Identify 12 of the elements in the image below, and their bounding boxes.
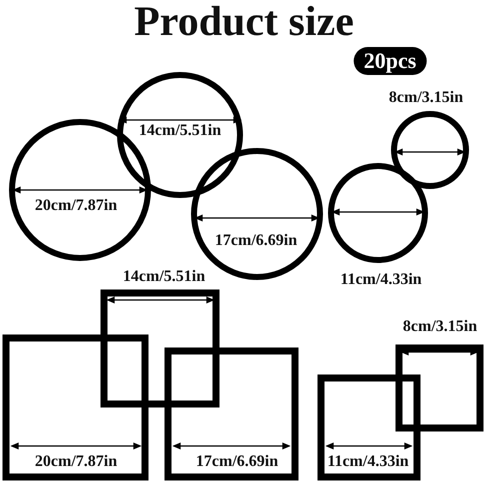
dimension-label: 17cm/6.69in xyxy=(196,454,278,470)
dimension-label: 11cm/4.33in xyxy=(327,454,409,470)
dimension-label: 20cm/7.87in xyxy=(34,454,118,470)
title: Product size xyxy=(134,1,354,43)
dimension-label: 20cm/7.87in xyxy=(34,198,118,214)
quantity-badge: 20pcs xyxy=(354,47,426,75)
dimension-label: 11cm/4.33in xyxy=(340,272,422,288)
dimension-label: 8cm/3.15in xyxy=(388,90,464,106)
dimension-label: 8cm/3.15in xyxy=(402,319,478,335)
dimension-label: 17cm/6.69in xyxy=(214,233,298,249)
dimension-label: 14cm/5.51in xyxy=(138,123,222,139)
dimension-label: 14cm/5.51in xyxy=(122,269,206,285)
